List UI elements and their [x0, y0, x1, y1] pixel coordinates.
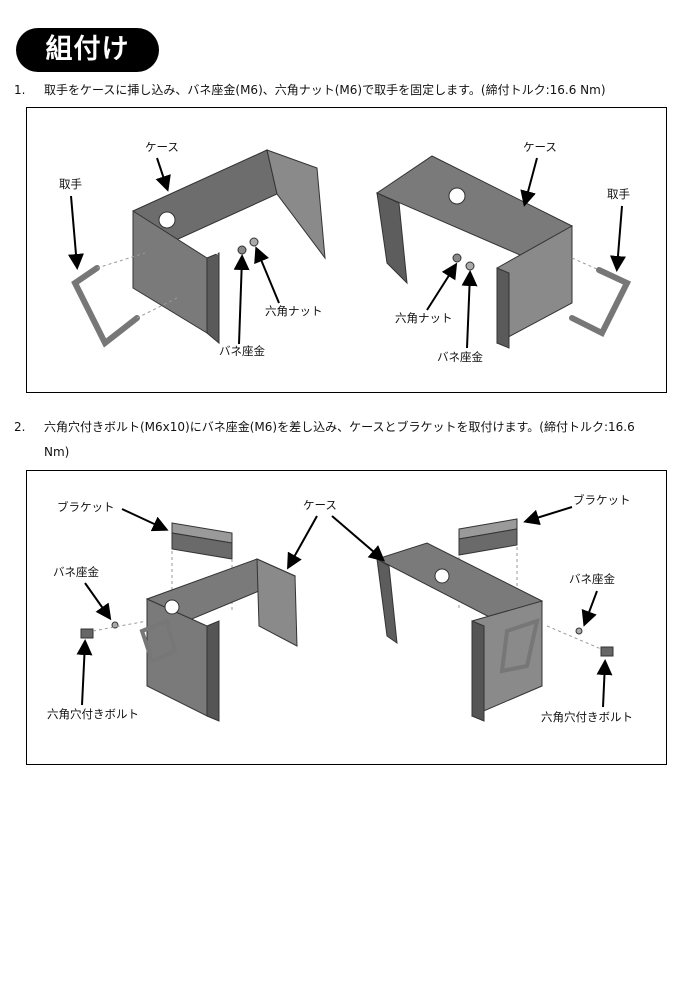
label-socket-bolt-right: 六角穴付きボルト [541, 710, 633, 724]
label-case-center: ケース [303, 498, 337, 512]
figure-1-illustration: ケース 取手 六角ナット バネ座金 ケース 取手 六角ナット バネ座金 [59, 140, 632, 364]
figure-2-illustration: ブラケット ケース ブラケット バネ座金 バネ座金 六角穴付きボルト 六角穴付き… [47, 493, 633, 724]
bracket-right-drawing [458, 518, 518, 611]
label-case-left: ケース [145, 140, 179, 154]
label-hex-nut-right: 六角ナット [395, 311, 453, 325]
bolt-washer-right-drawing [546, 625, 614, 657]
step-1-number: 1. [14, 83, 26, 97]
case-left-drawing [132, 149, 326, 345]
figure-2-panel: ブラケット ケース ブラケット バネ座金 バネ座金 六角穴付きボルト 六角穴付き… [26, 470, 667, 765]
label-bracket-right: ブラケット [573, 493, 631, 507]
section-title: 組付け [16, 28, 159, 72]
handle-left-drawing [71, 252, 178, 348]
label-handle-right: 取手 [607, 187, 630, 201]
bolt-washer-left-drawing [80, 620, 148, 639]
nut-washer-left-drawing [237, 237, 259, 255]
label-spring-washer-left: バネ座金 [219, 344, 265, 358]
handle-right-drawing [569, 257, 632, 338]
label-socket-bolt-left: 六角穴付きボルト [47, 707, 139, 721]
step-2-text-line1: 六角穴付きボルト(M6x10)にバネ座金(M6)を差し込み、ケースとブラケットを… [44, 420, 635, 434]
label-bracket-left: ブラケット [57, 500, 115, 514]
label-spring-washer-right: バネ座金 [437, 350, 483, 364]
label-hex-nut-left: 六角ナット [265, 304, 323, 318]
label-spring-washer-left: バネ座金 [53, 565, 99, 579]
case-right-drawing-2 [375, 542, 544, 722]
step-1-text: 取手をケースに挿し込み、バネ座金(M6)、六角ナット(M6)で取手を固定します。… [44, 83, 606, 97]
label-case-right: ケース [523, 140, 557, 154]
case-left-drawing-2 [139, 558, 298, 722]
step-2-number: 2. [14, 420, 26, 434]
figure-1-panel: ケース 取手 六角ナット バネ座金 ケース 取手 六角ナット バネ座金 [26, 107, 667, 393]
label-handle-left: 取手 [59, 177, 82, 191]
nut-washer-right-drawing [452, 253, 475, 271]
step-2-text-line2: Nm) [44, 445, 70, 459]
label-spring-washer-right: バネ座金 [569, 572, 615, 586]
case-right-drawing [375, 155, 573, 349]
